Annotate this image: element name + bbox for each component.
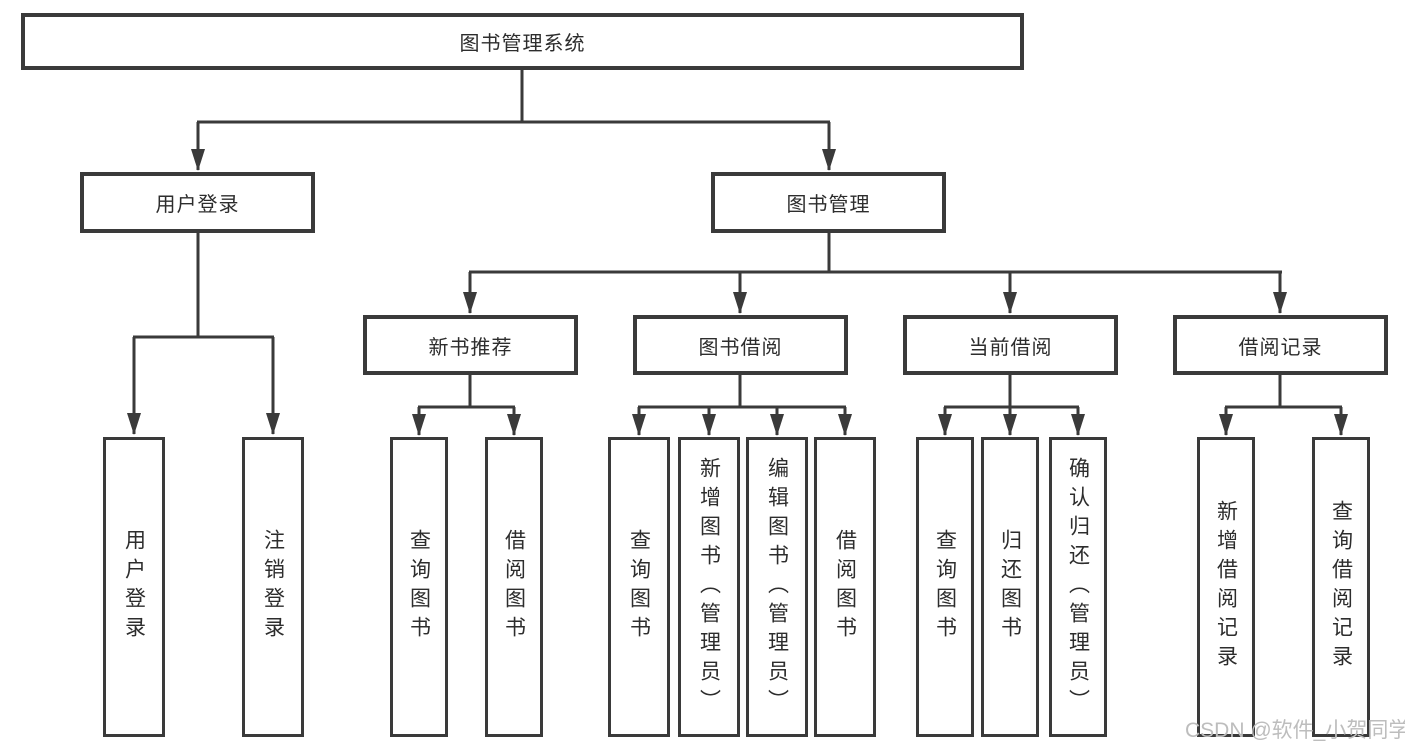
leaf-add-books-admin-label: 新增图书（管理员）	[697, 456, 721, 718]
leaf-query-books-recommend: 查询图书	[390, 437, 448, 737]
leaf-add-borrow-record: 新增借阅记录	[1197, 437, 1255, 737]
leaf-logout-label: 注销登录	[261, 529, 285, 645]
leaf-edit-books-admin: 编辑图书（管理员）	[746, 437, 808, 737]
leaf-edit-books-admin-label: 编辑图书（管理员）	[765, 456, 789, 718]
leaf-borrow-books-recommend-label: 借阅图书	[502, 529, 526, 645]
leaf-logout: 注销登录	[242, 437, 304, 737]
node-library-management-system: 图书管理系统	[21, 13, 1024, 70]
node-book-management: 图书管理	[711, 172, 946, 233]
leaf-return-books: 归还图书	[981, 437, 1039, 737]
node-borrowing-records: 借阅记录	[1173, 315, 1388, 375]
node-current-borrowing-label: 当前借阅	[968, 336, 1053, 359]
node-current-borrowing: 当前借阅	[903, 315, 1118, 375]
node-borrowing-records-label: 借阅记录	[1238, 336, 1323, 359]
node-book-management-label: 图书管理	[786, 194, 871, 216]
node-new-book-recommendation: 新书推荐	[363, 315, 578, 375]
leaf-query-books-borrow: 查询图书	[608, 437, 670, 737]
node-book-borrowing-label: 图书借阅	[698, 336, 783, 359]
node-user-login-label: 用户登录	[155, 194, 240, 216]
node-library-management-system-label: 图书管理系统	[459, 33, 586, 55]
leaf-user-login-label: 用户登录	[122, 529, 146, 645]
leaf-user-login: 用户登录	[103, 437, 165, 737]
node-book-borrowing: 图书借阅	[633, 315, 848, 375]
leaf-query-books-recommend-label: 查询图书	[407, 529, 431, 645]
leaf-borrow-books-recommend: 借阅图书	[485, 437, 543, 737]
node-new-book-recommendation-label: 新书推荐	[428, 336, 513, 359]
leaf-borrow-books: 借阅图书	[814, 437, 876, 737]
leaf-query-books-current: 查询图书	[916, 437, 974, 737]
leaf-confirm-return-admin: 确认归还（管理员）	[1049, 437, 1107, 737]
leaf-add-books-admin: 新增图书（管理员）	[678, 437, 740, 737]
leaf-query-borrow-record-label: 查询借阅记录	[1329, 500, 1353, 674]
leaf-add-borrow-record-label: 新增借阅记录	[1214, 500, 1238, 674]
leaf-query-borrow-record: 查询借阅记录	[1312, 437, 1370, 737]
leaf-query-books-borrow-label: 查询图书	[627, 529, 651, 645]
leaf-return-books-label: 归还图书	[998, 529, 1022, 645]
node-user-login: 用户登录	[80, 172, 315, 233]
leaf-query-books-current-label: 查询图书	[933, 529, 957, 645]
leaf-confirm-return-admin-label: 确认归还（管理员）	[1066, 456, 1090, 718]
leaf-borrow-books-label: 借阅图书	[833, 529, 857, 645]
csdn-watermark: CSDN @软件_小贺同学	[1185, 719, 1405, 742]
